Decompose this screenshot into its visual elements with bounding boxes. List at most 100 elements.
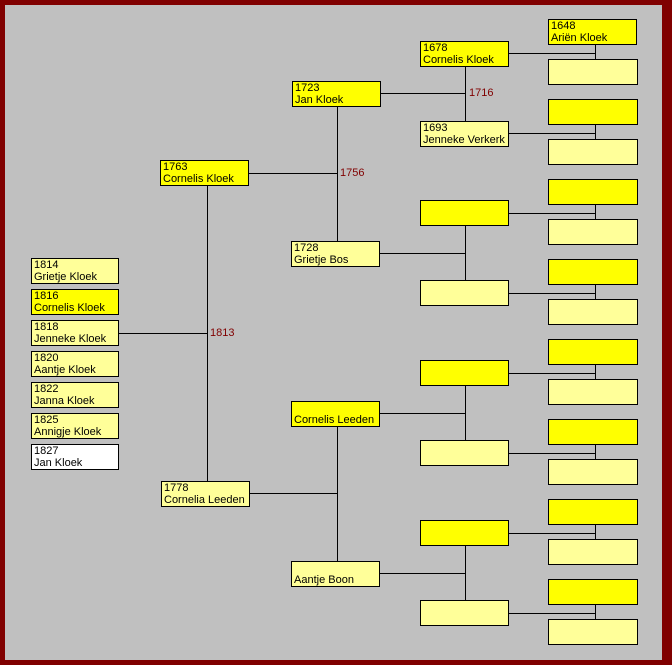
person-year: 1648 [551,20,576,32]
empty-person-box[interactable] [548,99,638,125]
person-name: Grietje Bos [294,254,349,266]
empty-person-box[interactable] [548,59,638,85]
person-year [551,300,635,312]
person-name [551,72,635,84]
person-year [551,260,635,272]
empty-person-box[interactable] [548,499,638,525]
person-year [551,500,635,512]
empty-person-box[interactable] [548,619,638,645]
empty-person-box[interactable] [420,280,509,306]
connector-line [337,106,338,241]
person-year: 1763 [163,161,188,173]
connector-line [118,333,207,334]
person-name [551,432,635,444]
empty-person-box[interactable] [420,600,509,626]
person-year: 1822 [34,383,59,395]
person-year [423,441,506,453]
person-year [551,420,635,432]
person-name [551,312,635,324]
person-name [551,632,635,644]
empty-person-box[interactable] [420,520,509,546]
person-year [551,180,635,192]
person-year [551,380,635,392]
person-name: Annigje Kloek [34,426,102,438]
person-name: Ariën Kloek [551,32,608,44]
person-p6[interactable]: Aantje Boon [291,561,380,587]
connector-line [595,284,596,299]
person-year [551,60,635,72]
connector-line [508,133,595,134]
empty-person-box[interactable] [548,179,638,205]
person-name [551,232,635,244]
empty-person-box[interactable] [548,259,638,285]
person-year [294,402,377,414]
connector-line [465,225,466,280]
empty-person-box[interactable] [420,440,509,466]
person-year: 1723 [295,82,320,94]
empty-person-box[interactable] [548,379,638,405]
person-name: Aantje Boon [294,574,354,586]
connector-line [508,533,595,534]
person-year: 1678 [423,42,448,54]
empty-person-box[interactable] [548,139,638,165]
empty-person-box[interactable] [548,219,638,245]
connector-line [595,44,596,59]
connector-line [379,413,465,414]
empty-person-box[interactable] [548,579,638,605]
person-p5[interactable]: Cornelis Leeden [291,401,380,427]
person-year: 1778 [164,482,189,494]
empty-person-box[interactable] [420,200,509,226]
person-year: 1816 [34,290,59,302]
person-name: Jenneke Verkerk [423,134,505,146]
empty-person-box[interactable] [548,539,638,565]
connector-line [508,53,595,54]
marriage-year: 1716 [469,87,494,99]
person-name: Cornelis Kloek [34,302,105,314]
person-name: Jan Kloek [34,457,83,469]
connector-line [465,545,466,600]
person-year: 1818 [34,321,59,333]
person-year [551,620,635,632]
person-year [551,340,635,352]
empty-person-box[interactable] [420,360,509,386]
connector-line [465,385,466,440]
empty-person-box[interactable] [548,419,638,445]
person-year: 1820 [34,352,59,364]
connector-line [249,493,337,494]
person-name: Cornelis Kloek [423,54,494,66]
person-year [423,201,506,213]
person-year [551,540,635,552]
connector-line [595,204,596,219]
empty-person-box[interactable] [548,459,638,485]
connector-line [337,426,338,561]
person-year [294,562,377,574]
empty-person-box[interactable] [548,299,638,325]
person-name: Cornelis Leeden [294,414,375,426]
empty-person-box[interactable] [548,339,638,365]
connector-line [207,185,208,481]
person-name: Grietje Kloek [34,271,97,283]
connector-line [595,524,596,539]
marriage-year: 1813 [210,327,235,339]
person-name: Aantje Kloek [34,364,96,376]
person-name: Jan Kloek [295,94,344,106]
person-name [423,533,506,545]
person-year: 1693 [423,122,448,134]
person-name [551,392,635,404]
person-name [423,213,506,225]
